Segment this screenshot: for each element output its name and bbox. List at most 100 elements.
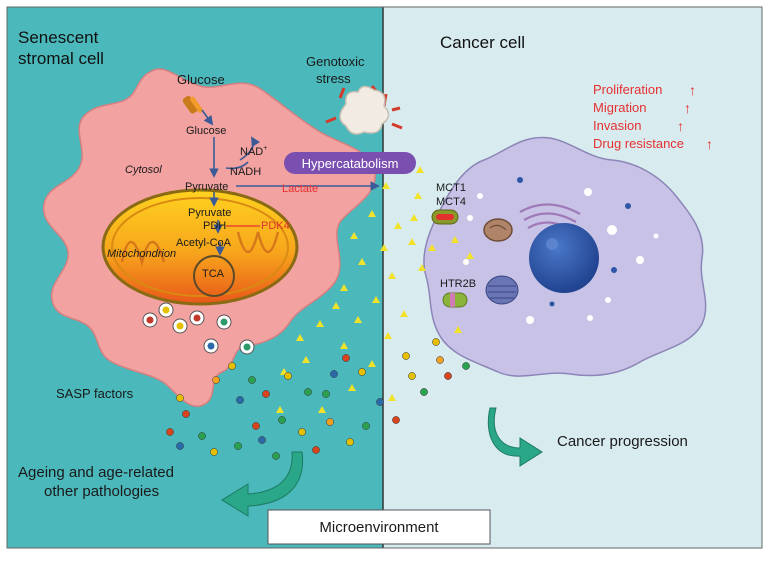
lactate-triangle — [332, 302, 340, 309]
cancer-effects: Proliferation ↑ Migration ↑ Invasion ↑ D… — [593, 82, 713, 152]
htr2b-receptor — [442, 292, 468, 308]
sasp-dot — [462, 362, 470, 370]
sasp-dot — [252, 422, 260, 430]
lactate-triangle — [350, 232, 358, 239]
lactate-triangle — [394, 222, 402, 229]
sasp-factor-particles — [166, 338, 470, 460]
stromal-title-line1: Senescent — [18, 28, 99, 47]
figure-border — [6, 6, 763, 549]
lactate-triangle — [380, 244, 388, 251]
genotoxic-stress-icon — [325, 85, 403, 135]
sasp-dot — [444, 372, 452, 380]
mitochondrion — [101, 188, 299, 306]
lactate-triangle — [302, 356, 310, 363]
pyruvate-mito-label: Pyruvate — [188, 207, 231, 219]
cytosol-label: Cytosol — [125, 164, 162, 176]
lactate-triangle — [368, 360, 376, 367]
sasp-dot — [432, 338, 440, 346]
lactate-triangle — [340, 284, 348, 291]
lactate-triangle — [382, 182, 390, 189]
sasp-dot — [362, 422, 370, 430]
lactate-triangle — [414, 192, 422, 199]
lactate-triangle — [388, 272, 396, 279]
nadh-label: NADH — [230, 166, 261, 178]
effect-invasion: Invasion — [593, 118, 641, 133]
sasp-dot — [298, 428, 306, 436]
lactate-triangle — [400, 310, 408, 317]
sasp-dot — [342, 354, 350, 362]
pyruvate-label: Pyruvate — [185, 181, 228, 193]
sasp-dot — [402, 352, 410, 360]
lactate-triangle — [416, 166, 424, 173]
sasp-dot — [258, 436, 266, 444]
mct-transporter — [431, 209, 459, 225]
lactate-triangle — [451, 236, 459, 243]
sasp-dot — [228, 362, 236, 370]
lactate-triangle — [358, 258, 366, 265]
nucleus — [529, 223, 599, 293]
genotoxic-label-line2: stress — [316, 71, 351, 86]
lactate-triangle — [318, 406, 326, 413]
secretory-vesicles — [142, 302, 255, 355]
metabolic-arrows — [201, 109, 380, 256]
tca-label: TCA — [202, 268, 225, 280]
lactate-triangle — [368, 210, 376, 217]
effect-drug-resistance: Drug resistance — [593, 136, 684, 151]
sasp-dot — [262, 390, 270, 398]
sasp-dot — [436, 356, 444, 364]
sasp-dot — [392, 416, 400, 424]
lactate-triangle — [354, 316, 362, 323]
nad-label: NAD+ — [240, 145, 267, 158]
microenvironment-label: Microenvironment — [319, 519, 439, 536]
cancer-progression-label: Cancer progression — [557, 433, 688, 450]
sasp-dot — [212, 376, 220, 384]
glucose-outside-label: Glucose — [177, 72, 225, 87]
stromal-title-line2: stromal cell — [18, 49, 104, 68]
pdh-label: PDH — [203, 220, 226, 232]
htr2b-label: HTR2B — [440, 278, 476, 290]
genotoxic-label-line1: Genotoxic — [306, 54, 365, 69]
sasp-dot — [326, 418, 334, 426]
sasp-dot — [304, 388, 312, 396]
lactate-triangle — [428, 244, 436, 251]
lactate-triangle — [466, 252, 474, 259]
sasp-dot — [358, 368, 366, 376]
mct1-label: MCT1 — [436, 182, 466, 194]
lactate-triangle — [410, 214, 418, 221]
effect-invasion-arrow: ↑ — [677, 118, 684, 134]
mct4-label: MCT4 — [436, 196, 466, 208]
hypercatabolism-label: Hypercatabolism — [302, 156, 399, 171]
sasp-dot — [322, 390, 330, 398]
sasp-dot — [210, 448, 218, 456]
tca-cycle — [193, 255, 235, 297]
sasp-dot — [420, 388, 428, 396]
lactate-triangle — [340, 342, 348, 349]
effect-migration: Migration — [593, 100, 646, 115]
mitochondrion-label: Mitochondrion — [107, 248, 176, 260]
sasp-dot — [272, 452, 280, 460]
sasp-dot — [236, 396, 244, 404]
sasp-dot — [284, 372, 292, 380]
hypercatabolism-badge — [284, 152, 416, 174]
lactate-label: Lactate — [282, 183, 318, 195]
sasp-dot — [330, 370, 338, 378]
lactate-triangle — [348, 384, 356, 391]
glucose-transporter — [182, 95, 203, 114]
glucose-inside-label: Glucose — [186, 125, 226, 137]
lactate-triangle — [418, 264, 426, 271]
lactate-triangle — [276, 406, 284, 413]
pdk4-label: PDK4 — [261, 220, 290, 232]
sasp-dot — [376, 398, 384, 406]
sasp-dot — [182, 410, 190, 418]
cancer-cell-organelles — [463, 177, 659, 324]
lactate-triangle — [408, 238, 416, 245]
ageing-label-line1: Ageing and age-related — [18, 464, 174, 481]
lactate-triangle — [454, 326, 462, 333]
effect-proliferation: Proliferation — [593, 82, 662, 97]
sasp-dot — [278, 416, 286, 424]
sasp-label: SASP factors — [56, 386, 134, 401]
lactate-triangle — [372, 296, 380, 303]
sasp-dot — [248, 376, 256, 384]
ageing-label-line2: other pathologies — [44, 483, 159, 500]
